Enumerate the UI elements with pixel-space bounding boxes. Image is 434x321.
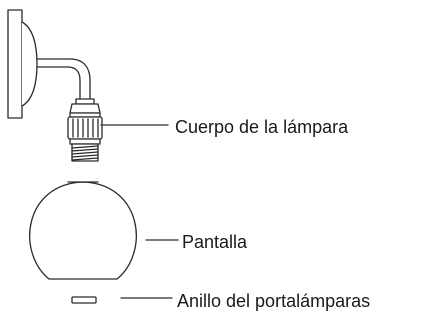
lamp-socket: [67, 98, 103, 162]
glass-shade: [29, 181, 137, 280]
shade-label: Pantalla: [182, 232, 248, 252]
lamp-body-label: Cuerpo de la lámpara: [175, 117, 349, 137]
holder-ring: [71, 296, 97, 304]
lamp-arm: [36, 58, 91, 101]
wall-plate: [7, 9, 38, 119]
holder-ring-label: Anillo del portalámparas: [177, 291, 371, 311]
